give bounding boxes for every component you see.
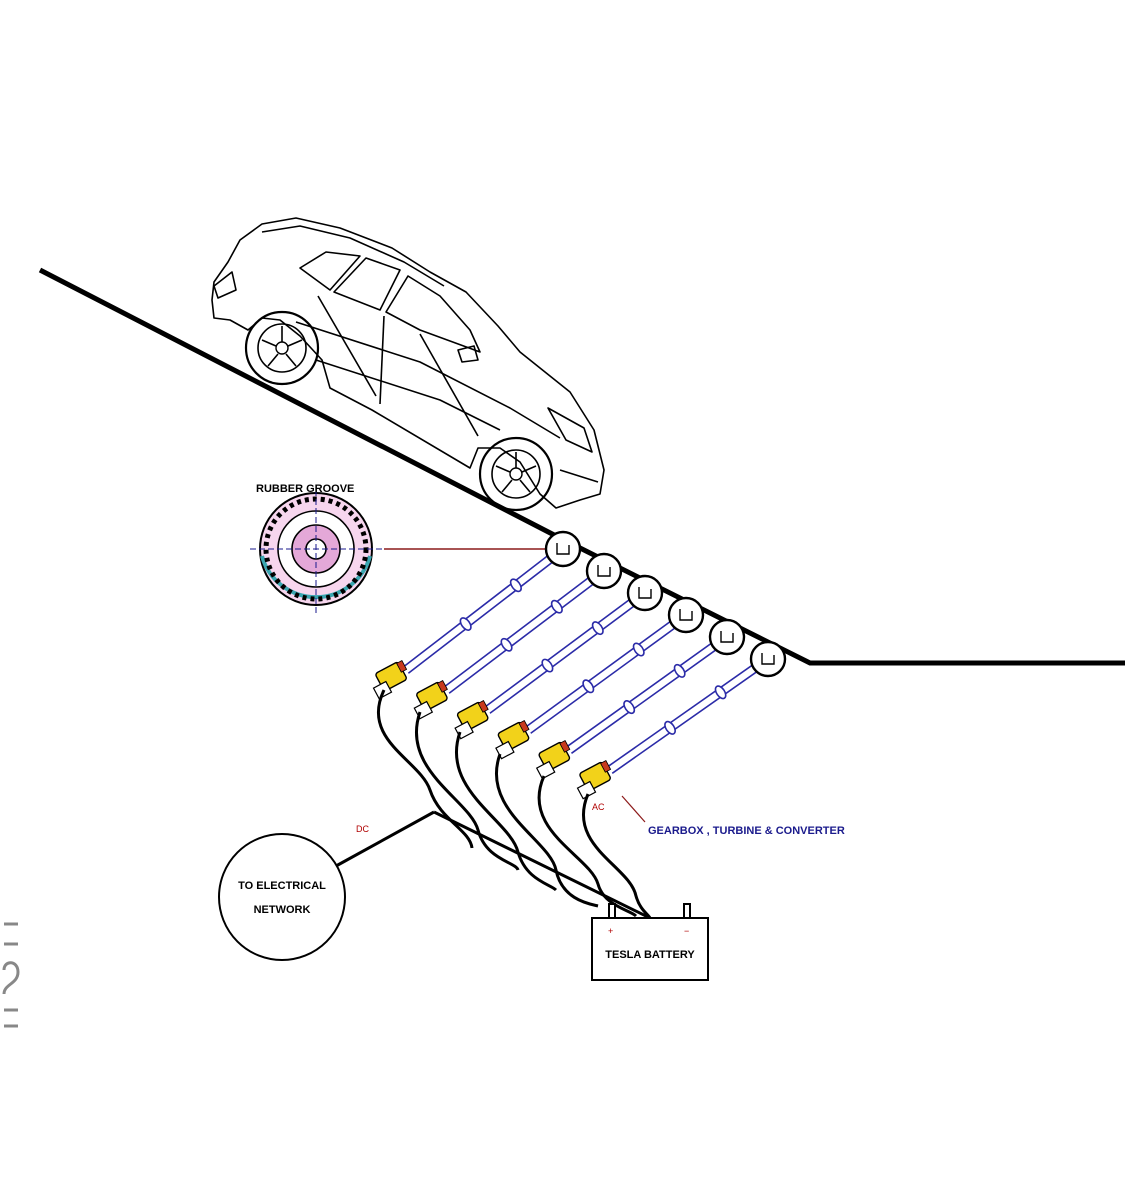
dc-bus-line <box>335 810 435 868</box>
drive-shaft <box>448 573 607 694</box>
drive-shaft <box>407 551 566 674</box>
drive-shaft <box>525 611 685 728</box>
shaft-coupling <box>500 637 513 652</box>
ramp-roller <box>667 596 705 634</box>
shaft-coupling <box>632 642 645 657</box>
rubber-groove-detail-icon <box>250 490 382 614</box>
shaft-coupling <box>509 578 522 593</box>
shaft-coupling <box>541 658 554 673</box>
converter-box <box>535 760 556 780</box>
ramp-roller <box>626 574 664 612</box>
gearbox-flange <box>600 760 612 773</box>
shaft-coupling <box>714 685 727 700</box>
roller-hub <box>638 587 652 599</box>
shaft-coupling <box>582 679 595 694</box>
rubber-groove-label: RUBBER GROOVE <box>256 483 354 495</box>
drive-shaft <box>403 545 562 668</box>
ramp-roller <box>749 640 787 678</box>
battery-minus-sign: − <box>684 926 689 936</box>
gearbox-flange <box>436 680 448 693</box>
car-front-wheel-icon <box>478 436 554 512</box>
gearbox-flange <box>559 740 571 753</box>
battery-icon <box>591 903 709 981</box>
electrical-network-label-line2: NETWORK <box>254 904 311 916</box>
roller-hub <box>720 631 734 643</box>
drive-shaft <box>611 661 771 774</box>
ramp-roller <box>585 552 623 590</box>
ramp-roller <box>708 618 746 656</box>
dc-label: DC <box>356 824 369 834</box>
shaft-coupling <box>591 621 604 636</box>
converter-box <box>576 780 597 800</box>
roller-hub <box>679 609 693 621</box>
battery-label: TESLA BATTERY <box>605 949 695 961</box>
gearbox-flange <box>396 660 408 673</box>
gearbox-flange <box>477 700 489 713</box>
roller-hub <box>597 565 611 577</box>
car-rear-wheel-icon <box>244 310 320 386</box>
drive-shaft <box>489 595 648 714</box>
shaft-coupling <box>623 700 636 715</box>
gearbox-flange <box>518 720 530 733</box>
shaft-coupling <box>664 720 676 735</box>
shaft-coupling <box>673 663 686 678</box>
electrical-network-label-line1: TO ELECTRICAL <box>238 880 326 892</box>
drive-shaft <box>607 655 767 768</box>
wiring <box>335 689 652 920</box>
roller-hub <box>556 543 570 555</box>
drive-shaft <box>443 567 603 688</box>
gearbox-label: GEARBOX , TURBINE & CONVERTER <box>648 825 845 837</box>
shaft-coupling <box>550 599 563 614</box>
drive-shaft <box>571 639 730 754</box>
generator-units <box>372 530 787 800</box>
battery-feed-line <box>433 810 651 920</box>
shaft-coupling <box>459 617 472 631</box>
ac-label: AC <box>592 802 605 812</box>
page-edge-marks <box>2 922 20 1028</box>
roller-hub <box>761 653 775 665</box>
gearbox-leader-line <box>621 795 646 823</box>
ramp-roller <box>544 530 582 568</box>
drive-shaft <box>530 617 689 734</box>
suv-car-icon <box>211 217 605 509</box>
drive-shaft <box>566 633 726 748</box>
battery-plus-sign: + <box>608 926 613 936</box>
ramp-ground-line <box>38 267 1125 666</box>
drive-shaft <box>484 589 644 708</box>
electrical-network-node <box>218 833 346 961</box>
